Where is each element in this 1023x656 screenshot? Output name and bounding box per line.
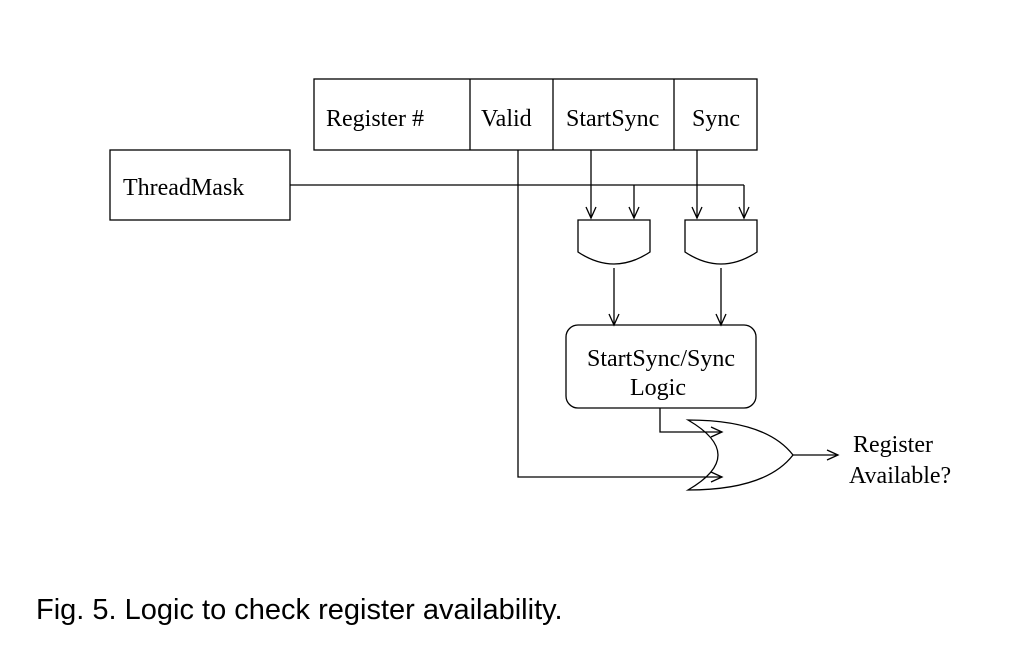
figure-caption: Fig. 5. Logic to check register availabi… bbox=[36, 594, 563, 626]
startsync-field: StartSync bbox=[566, 106, 659, 132]
output-label-line1: Register bbox=[853, 432, 933, 458]
sync-field: Sync bbox=[692, 106, 740, 132]
logic-block-subtitle: Logic bbox=[630, 375, 686, 401]
register-number-field: Register # bbox=[326, 106, 424, 132]
logic-block-title: StartSync/Sync bbox=[587, 346, 735, 372]
and-gate-sync bbox=[684, 219, 758, 265]
startsync-sync-logic-block bbox=[565, 324, 757, 409]
and-gate-startsync bbox=[577, 219, 651, 265]
valid-to-or-wire bbox=[517, 150, 724, 483]
or-gate bbox=[685, 419, 794, 491]
valid-field: Valid bbox=[481, 106, 532, 132]
threadmask-label: ThreadMask bbox=[123, 175, 244, 201]
logic-to-or-wire bbox=[659, 408, 724, 438]
wires bbox=[290, 150, 840, 483]
output-label-line2: Available? bbox=[849, 463, 951, 489]
register-fields-box bbox=[313, 78, 758, 151]
